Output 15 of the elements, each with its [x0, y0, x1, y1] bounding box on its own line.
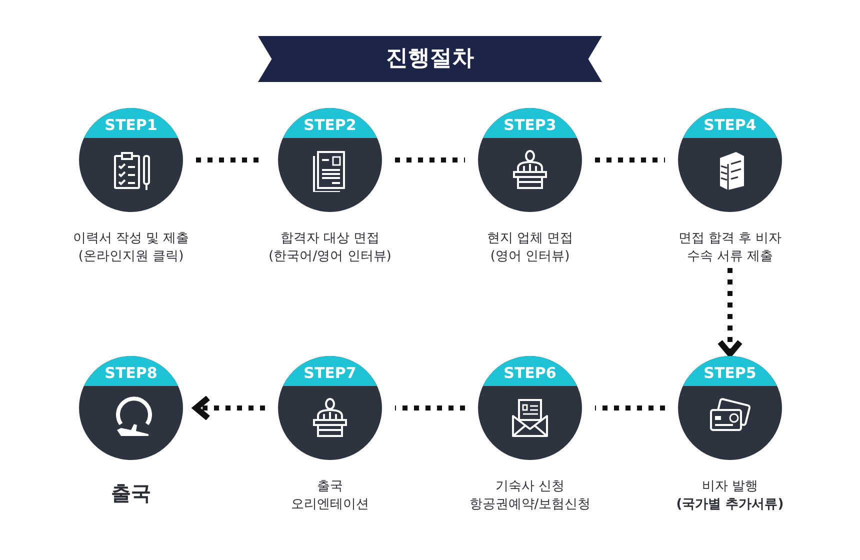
step-caption: 현지 업체 면접 (영어 인터뷰): [486, 230, 574, 266]
step-caption: 합격자 대상 면접 (한국어/영어 인터뷰): [268, 230, 392, 266]
dotted-line: [395, 406, 465, 410]
dotted-arrow: [717, 268, 743, 357]
dotted-line: [595, 158, 665, 162]
step-caption: 출국 오리엔테이션: [290, 478, 370, 514]
title-banner: 진행절차: [258, 36, 602, 82]
dotted-arrow: [193, 395, 265, 421]
step-caption: 기숙사 신청 항공권예약/보험신청: [468, 478, 592, 514]
step-caption: 면접 합격 후 비자 수속 서류 제출: [677, 230, 783, 266]
step-caption: 비자 발행 (국가별 추가서류): [675, 478, 785, 514]
dotted-line: [595, 406, 665, 410]
step-caption: 출국: [110, 480, 152, 506]
step-caption: 이력서 작성 및 제출 (온라인지원 클릭): [72, 230, 190, 266]
dotted-line: [395, 158, 465, 162]
